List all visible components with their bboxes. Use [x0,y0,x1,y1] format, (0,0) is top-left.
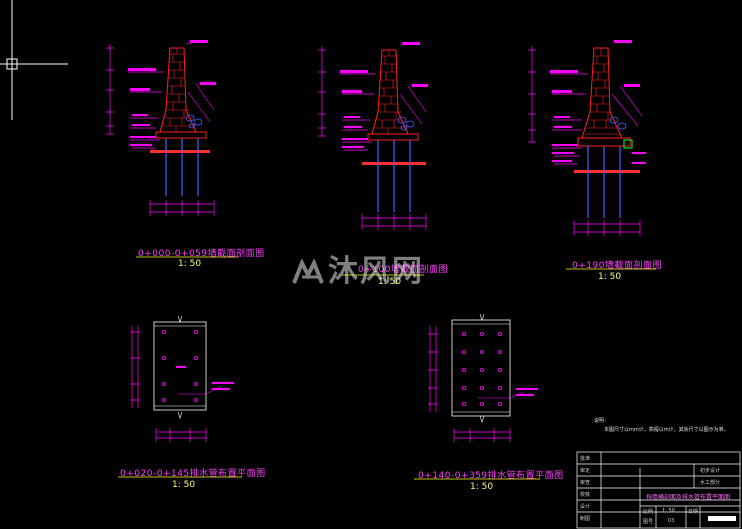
tb-label-2: 审查 [580,480,591,486]
wall-section-1 [106,40,216,216]
tb-label-1: 审定 [580,468,591,474]
watermark-text: 沐风网 [328,254,424,289]
plan-scale-1: 1: 50 [172,480,196,490]
tb-number-label: 图号 [643,519,654,525]
note-text: 本图尺寸以mm计，高程以m计，其余尺寸以图示为准。 [604,427,729,433]
section-title-1: 0+000-0+059墙截面剖面图 [138,249,265,259]
tb-label-0: 批准 [580,456,591,462]
tb-label-4: 设计 [580,504,591,510]
section-scale-3: 1: 50 [598,272,622,282]
plan-title-2: 0+140-0+359排水管布置平面图 [418,471,564,481]
watermark: 沐风网 [292,246,424,290]
plan-scale-2: 1: 50 [470,482,494,492]
section-scale-1: 1: 50 [178,259,202,269]
wall-section-2 [318,42,428,230]
section-title-2: 0+100墙截面剖面图 [358,265,448,275]
tb-stage: 初步设计 [700,468,721,474]
tb-number-value: 03 [668,518,675,524]
section-scale-2: 1: 50 [378,277,402,287]
drain-plan-1 [130,315,234,442]
tb-drawing-title: 挡墙横剖面及排水管布置平面图 [646,494,731,501]
title-underlines [118,256,656,480]
tb-discipline: 水工部分 [700,480,721,486]
watermark-logo-icon [292,258,324,284]
title-block-frame [576,451,741,529]
tb-label-5: 制图 [580,516,591,522]
crosshair-cursor [0,0,68,120]
tb-label-3: 校核 [580,492,591,498]
plan-title-1: 0+020-0+145排水管布置平面图 [120,469,266,479]
wall-section-3 [528,40,646,236]
tb-scale-value: 1: 50 [662,508,675,514]
drain-plan-2 [428,313,538,442]
tb-scale-label: 比例 [643,509,654,515]
tb-date-label: 日期 [688,509,699,515]
section-title-3: 0+190墙截面剖面图 [572,261,662,271]
note-label: 说明： [594,418,610,424]
title-block-fill [708,516,736,521]
